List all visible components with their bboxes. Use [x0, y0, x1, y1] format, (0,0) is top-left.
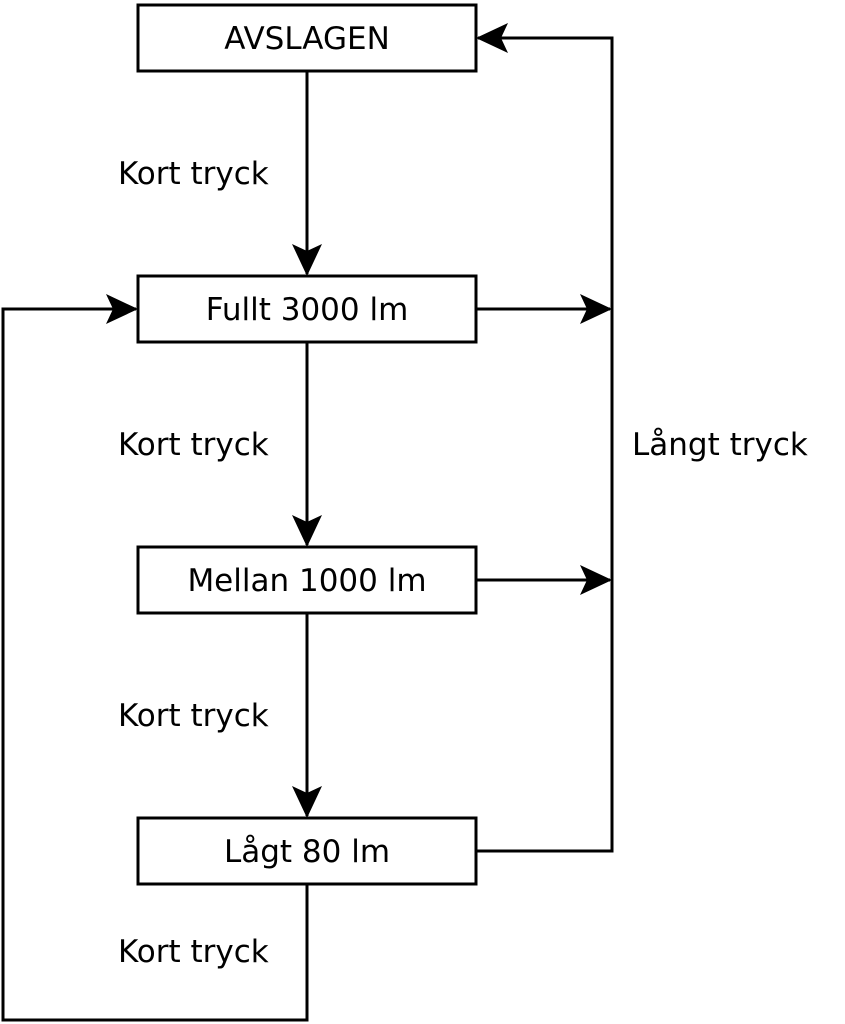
edge-label-long-press: Långt tryck — [632, 427, 808, 463]
node-full-label: Fullt 3000 lm — [206, 292, 409, 328]
node-low-label: Lågt 80 lm — [224, 834, 390, 870]
edge-label-full-to-medium: Kort tryck — [118, 427, 269, 463]
edge-label-off-to-full: Kort tryck — [118, 156, 269, 192]
node-full: Fullt 3000 lm — [136, 274, 478, 344]
node-off-label: AVSLAGEN — [224, 21, 390, 57]
node-low: Lågt 80 lm — [136, 816, 478, 886]
edge-label-medium-to-low: Kort tryck — [118, 698, 269, 734]
node-medium: Mellan 1000 lm — [136, 545, 478, 615]
node-off: AVSLAGEN — [136, 3, 478, 73]
edge-low-to-off — [476, 23, 614, 853]
edge-low-to-full — [1, 294, 309, 1022]
node-medium-label: Mellan 1000 lm — [187, 563, 426, 599]
edge-label-low-to-full: Kort tryck — [118, 934, 269, 970]
